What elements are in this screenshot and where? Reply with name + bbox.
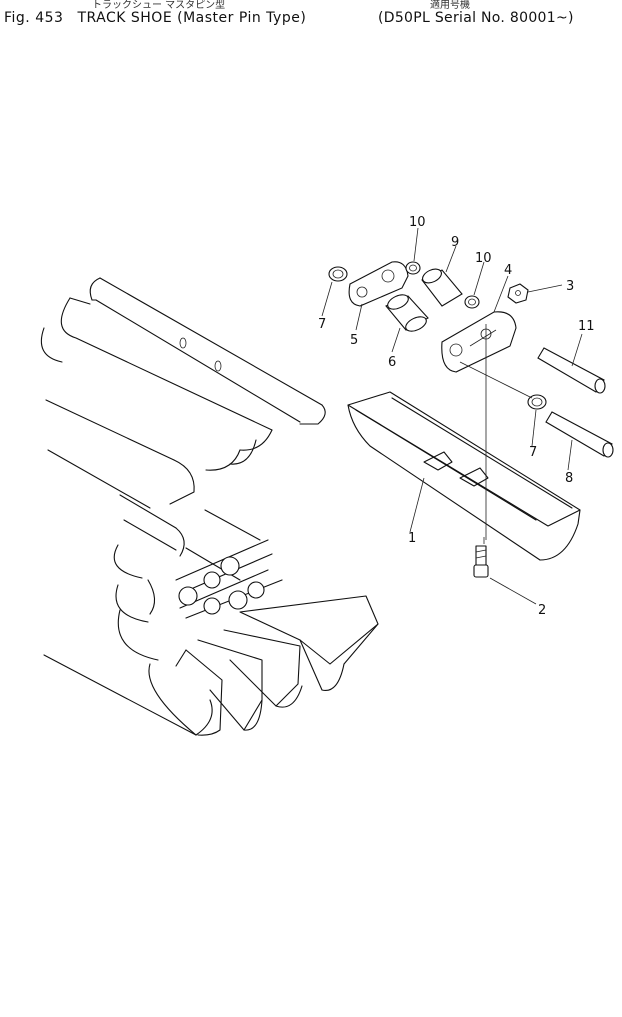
part-spacer — [421, 268, 463, 307]
part-track-shoe — [347, 391, 581, 561]
japanese-title-fragment: トラックシュー マスタピン型 — [92, 0, 226, 11]
callout-7-upper: 7 — [318, 317, 326, 332]
part-link-right — [441, 311, 517, 373]
part-ring-right — [464, 295, 480, 309]
part-link-left — [348, 261, 409, 307]
callout-3: 3 — [566, 279, 574, 294]
part-shoe-bolt — [473, 537, 489, 578]
callout-11: 11 — [578, 319, 595, 334]
callout-8: 8 — [565, 471, 573, 486]
callout-10-right: 10 — [475, 251, 492, 266]
part-master-bushing — [385, 294, 429, 332]
figure-title: TRACK SHOE (Master Pin Type) — [77, 10, 307, 26]
callout-5: 5 — [350, 333, 358, 348]
callout-6: 6 — [388, 355, 396, 370]
callout-labels: 1 2 3 4 5 6 7 7 8 9 10 10 11 — [318, 215, 595, 618]
part-dust-seal-lower — [527, 394, 547, 410]
part-master-pin — [545, 411, 614, 458]
part-ring-left — [405, 261, 421, 275]
leader-lines — [321, 227, 583, 605]
callout-2: 2 — [538, 603, 546, 618]
part-shoe-nut — [507, 283, 529, 304]
figure-number: Fig. 453 — [4, 10, 64, 26]
callout-10-left: 10 — [409, 215, 426, 230]
figure-caption: Fig. 453 TRACK SHOE (Master Pin Type) — [4, 10, 320, 26]
part-track-pin — [537, 347, 606, 394]
callout-7-lower: 7 — [529, 445, 537, 460]
japanese-serial-fragment: 適用号機 — [430, 0, 470, 11]
figure-header: トラックシュー マスタピン型 適用号機 Fig. 453 TRACK SHOE (… — [0, 0, 622, 36]
part-dust-seal-upper — [328, 266, 348, 282]
callout-4: 4 — [504, 263, 512, 278]
serial-range: (D50PL Serial No. 80001~) — [378, 10, 574, 26]
callout-1: 1 — [408, 531, 416, 546]
callout-9: 9 — [451, 235, 459, 250]
assembled-track-illustration — [40, 277, 379, 736]
